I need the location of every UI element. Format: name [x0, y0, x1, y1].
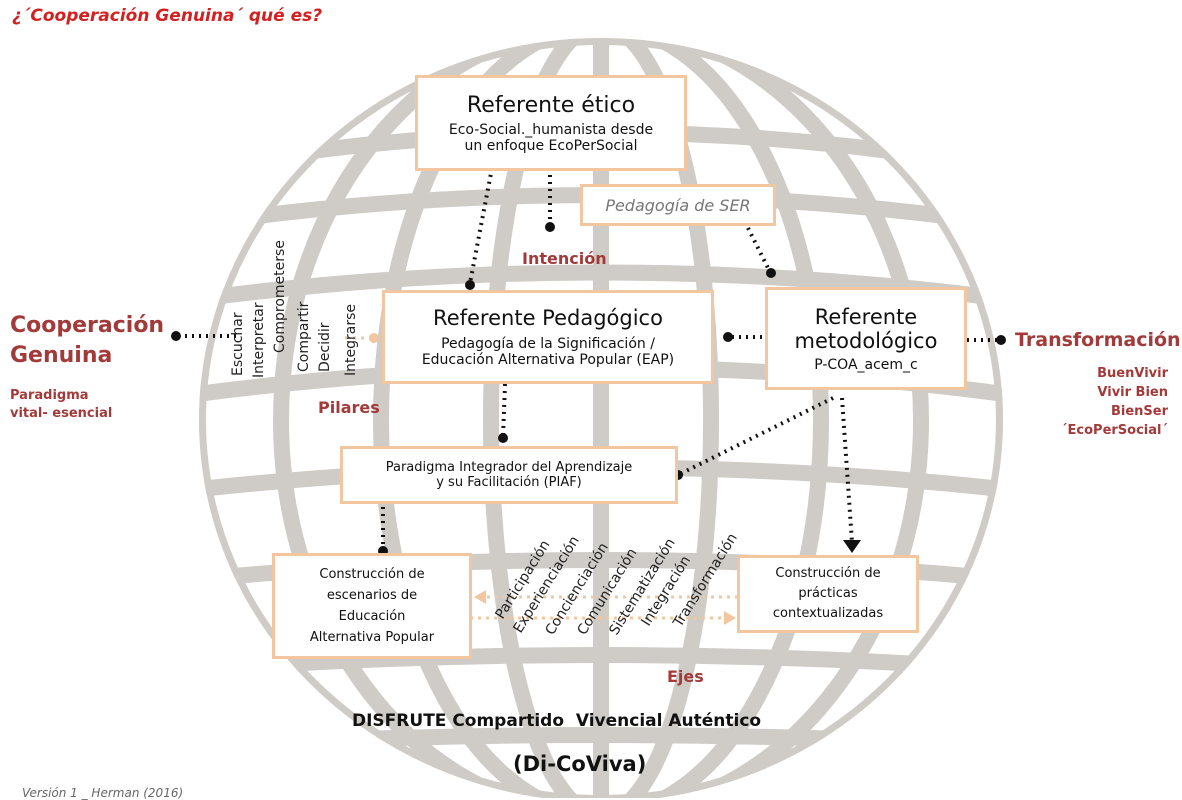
transformacion-item: Vivir Bien — [1097, 385, 1168, 400]
disfrute-label: DISFRUTE Compartido Vivencial Auténtico — [352, 711, 762, 731]
intencion-label: Intención — [522, 249, 607, 268]
pilar-word: Compartir — [296, 301, 312, 372]
escenarios-line2: escenarios de — [326, 588, 418, 603]
practicas-line1: Construcción de — [775, 566, 881, 581]
referente-pedagogico-title: Referente Pedagógico — [433, 306, 663, 330]
escenarios-box: Construcción de escenarios de Educación … — [272, 553, 472, 659]
transformacion-item: BienSer — [1110, 404, 1168, 419]
cooperacion-line1: Cooperación — [10, 313, 165, 338]
pilar-word: Escuchar — [230, 312, 246, 376]
referente-metodologico-title2: metodológico — [794, 328, 938, 353]
referente-pedagogico-box: Referente Pedagógico Pedagogía de la Sig… — [382, 290, 714, 384]
cooperacion-sub1: Paradigma — [10, 388, 89, 403]
piaf-box: Paradigma Integrador del Aprendizaje y s… — [340, 446, 678, 504]
escenarios-line3: Educación — [338, 609, 406, 624]
piaf-line1: Paradigma Integrador del Aprendizaje — [385, 460, 633, 475]
cooperacion-sub2: vital- esencial — [10, 406, 113, 421]
practicas-box: Construcción de prácticas contextualizad… — [737, 555, 919, 633]
pedagogia-ser-box: Pedagogía de SER — [580, 184, 776, 226]
escenarios-line1: Construcción de — [319, 567, 425, 582]
pilar-word: Integrarse — [343, 304, 359, 376]
pilar-word: Decidir — [317, 322, 333, 372]
escenarios-line4: Alternativa Popular — [309, 630, 435, 645]
referente-etico-line2: un enfoque EcoPerSocial — [464, 137, 638, 154]
version-label: Versión 1 _ Herman (2016) — [22, 786, 184, 800]
transformacion-title: Transformación — [1015, 329, 1181, 351]
referente-etico-title: Referente ético — [466, 92, 636, 118]
transformacion-item: ´EcoPerSocial´ — [1061, 423, 1168, 438]
piaf-line2: y su Facilitación (PIAF) — [436, 475, 582, 490]
dicoviva-label: (Di-CoViva) — [513, 752, 647, 776]
referente-metodologico-box: Referente metodológico P-COA_acem_c — [765, 287, 967, 390]
referente-etico-line1: Eco-Social._humanista desde — [448, 121, 654, 138]
referente-etico-box: Referente ético Eco-Social._humanista de… — [415, 75, 687, 171]
practicas-line2: prácticas — [798, 586, 858, 601]
practicas-line3: contextualizadas — [772, 606, 884, 621]
referente-pedagogico-line1: Pedagogía de la Significación / — [441, 336, 655, 352]
ejes-label: Ejes — [667, 667, 704, 686]
pilar-word: Comprometerse — [272, 240, 288, 353]
pedagogia-ser-label: Pedagogía de SER — [605, 195, 751, 215]
pilar-word: Interpretar — [251, 302, 267, 378]
pilares-label: Pilares — [318, 398, 380, 417]
referente-metodologico-line1: P-COA_acem_c — [814, 356, 918, 373]
cooperacion-line2: Genuina — [10, 343, 113, 368]
referente-metodologico-title1: Referente — [814, 304, 918, 329]
referente-pedagogico-line2: Educación Alternativa Popular (EAP) — [421, 352, 675, 368]
page-title: ¿´Cooperación Genuina´ qué es? — [12, 6, 323, 26]
transformacion-item: BuenVivir — [1097, 366, 1168, 381]
